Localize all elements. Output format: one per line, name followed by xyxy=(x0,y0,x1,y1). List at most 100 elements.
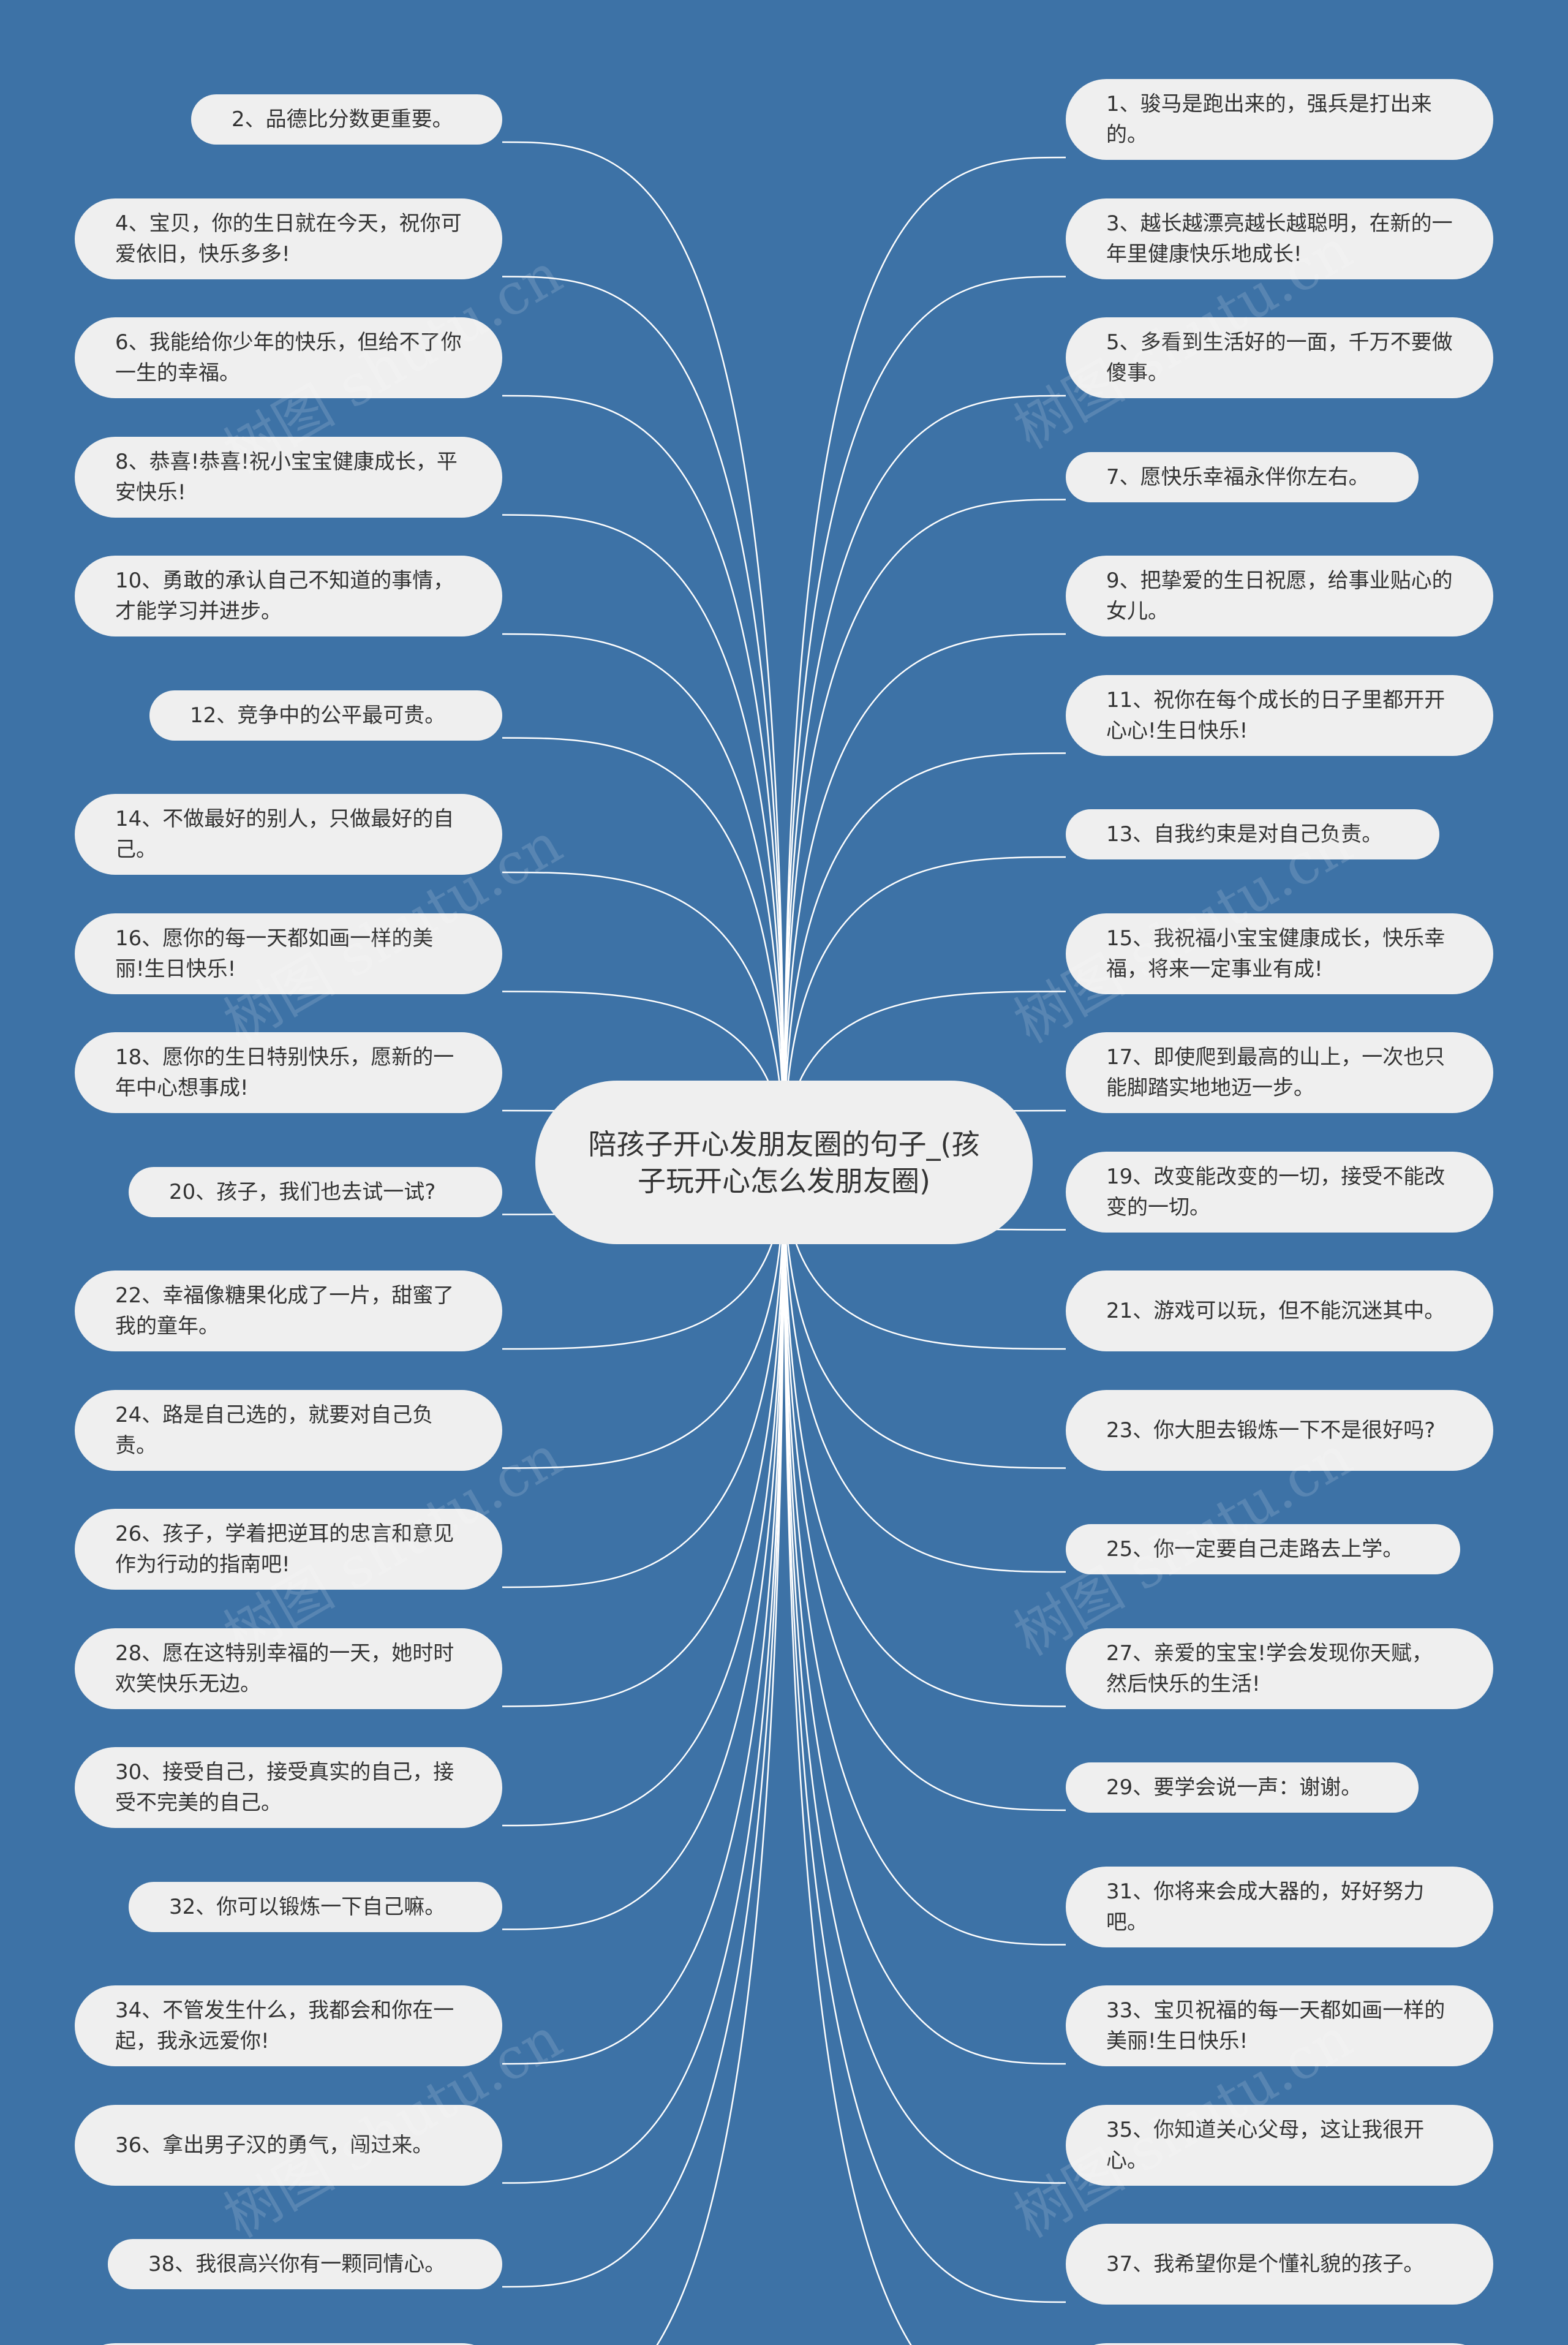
left-branch-text: 14、不做最好的别人，只做最好的自己。 xyxy=(115,807,454,862)
left-connector-line xyxy=(502,276,785,1165)
left-branch-node[interactable]: 12、竞争中的公平最可贵。 xyxy=(149,690,502,741)
right-branch-text: 9、把挚爱的生日祝愿，给事业贴心的女儿。 xyxy=(1106,568,1453,624)
right-branch-node[interactable]: 21、游戏可以玩，但不能沉迷其中。 xyxy=(1066,1271,1493,1351)
left-connector-line xyxy=(502,141,785,1165)
left-branch-text: 30、接受自己，接受真实的自己，接受不完美的自己。 xyxy=(115,1760,454,1815)
right-connector-line xyxy=(783,1163,1066,1811)
left-branch-text: 20、孩子，我们也去试一试? xyxy=(169,1179,436,1204)
left-connector-line xyxy=(502,514,785,1165)
right-connector-line xyxy=(783,1163,1066,1707)
right-branch-text: 23、你大胆去锻炼一下不是很好吗? xyxy=(1106,1418,1436,1443)
right-branch-text: 7、愿快乐幸福永伴你左右。 xyxy=(1106,464,1370,489)
left-branch-node[interactable]: 8、恭喜!恭喜!祝小宝宝健康成长，平安快乐! xyxy=(75,436,502,518)
left-connector-line xyxy=(502,633,785,1165)
left-connector-line xyxy=(502,737,785,1165)
right-branch-text: 31、你将来会成大器的，好好努力吧。 xyxy=(1106,1879,1425,1935)
right-branch-node[interactable]: 9、把挚爱的生日祝愿，给事业贴心的女儿。 xyxy=(1066,556,1493,636)
left-branch-text: 34、不管发生什么，我都会和你在一起，我永远爱你! xyxy=(115,1998,454,2053)
right-branch-node[interactable]: 11、祝你在每个成长的日子里都开开心心!生日快乐! xyxy=(1066,674,1493,756)
right-connector-line xyxy=(783,395,1066,1165)
right-branch-node[interactable]: 17、即使爬到最高的山上，一次也只能脚踏实地地迈一步。 xyxy=(1066,1032,1493,1113)
left-branch-text: 32、你可以锻炼一下自己嘛。 xyxy=(169,1894,446,1919)
right-branch-node[interactable]: 35、你知道关心父母，这让我很开心。 xyxy=(1066,2104,1493,2186)
left-branch-text: 4、宝贝，你的生日就在今天，祝你可爱依旧，快乐多多! xyxy=(115,211,462,266)
right-connector-line xyxy=(783,1163,1066,2065)
right-branch-node[interactable]: 39、祝你拥有小美美的歌声，长大当名大歌星! xyxy=(1066,2343,1493,2345)
right-branch-text: 19、改变能改变的一切，接受不能改变的一切。 xyxy=(1106,1164,1446,1220)
left-connector-line xyxy=(502,395,785,1165)
left-branch-text: 24、路是自己选的，就要对自己负责。 xyxy=(115,1402,434,1458)
left-branch-text: 12、竞争中的公平最可贵。 xyxy=(190,703,446,728)
left-branch-node[interactable]: 34、不管发生什么，我都会和你在一起，我永远爱你! xyxy=(75,1985,502,2066)
left-branch-node[interactable]: 26、孩子，学着把逆耳的忠言和意见作为行动的指南吧! xyxy=(75,1509,502,1590)
left-branch-node[interactable]: 30、接受自己，接受真实的自己，接受不完美的自己。 xyxy=(75,1747,502,1828)
left-branch-node[interactable]: 14、不做最好的别人，只做最好的自己。 xyxy=(75,794,502,875)
right-branch-node[interactable]: 31、你将来会成大器的，好好努力吧。 xyxy=(1066,1866,1493,1947)
left-connector-line xyxy=(502,1163,785,2288)
left-branch-node[interactable]: 32、你可以锻炼一下自己嘛。 xyxy=(129,1881,502,1932)
left-connector-line xyxy=(502,1163,785,1930)
right-branch-text: 11、祝你在每个成长的日子里都开开心心!生日快乐! xyxy=(1106,687,1446,743)
right-connector-line xyxy=(783,1163,1066,1469)
right-branch-text: 3、越长越漂亮越长越聪明，在新的一年里健康快乐地成长! xyxy=(1106,211,1453,266)
left-connector-line xyxy=(656,1163,785,2345)
left-connector-line xyxy=(502,1163,785,1827)
left-branch-text: 10、勇敢的承认自己不知道的事情，才能学习并进步。 xyxy=(115,568,454,624)
left-branch-node[interactable]: 40、未来的道路，你要一步步踏实，再远都有我的心跟随。 xyxy=(75,2343,502,2345)
right-connector-line xyxy=(783,1163,1066,2303)
right-branch-node[interactable]: 27、亲爱的宝宝!学会发现你天赋，然后快乐的生活! xyxy=(1066,1628,1493,1709)
left-branch-node[interactable]: 10、勇敢的承认自己不知道的事情，才能学习并进步。 xyxy=(75,556,502,636)
right-branch-node[interactable]: 1、骏马是跑出来的，强兵是打出来的。 xyxy=(1066,79,1493,160)
right-connector-line xyxy=(783,1163,1066,2184)
right-branch-node[interactable]: 29、要学会说一声：谢谢。 xyxy=(1066,1762,1419,1813)
left-branch-text: 22、幸福像糖果化成了一片，甜蜜了我的童年。 xyxy=(115,1283,454,1339)
right-branch-node[interactable]: 19、改变能改变的一切，接受不能改变的一切。 xyxy=(1066,1151,1493,1233)
right-branch-text: 25、你一定要自己走路去上学。 xyxy=(1106,1537,1404,1561)
left-branch-node[interactable]: 36、拿出男子汉的勇气，闯过来。 xyxy=(75,2104,502,2186)
right-branch-node[interactable]: 15、我祝福小宝宝健康成长，快乐幸福，将来一定事业有成! xyxy=(1066,913,1493,994)
right-branch-text: 21、游戏可以玩，但不能沉迷其中。 xyxy=(1106,1299,1446,1323)
right-connector-line xyxy=(783,1163,1066,1573)
left-branch-text: 26、孩子，学着把逆耳的忠言和意见作为行动的指南吧! xyxy=(115,1522,454,1577)
right-branch-node[interactable]: 3、越长越漂亮越长越聪明，在新的一年里健康快乐地成长! xyxy=(1066,198,1493,279)
left-branch-node[interactable]: 24、路是自己选的，就要对自己负责。 xyxy=(75,1389,502,1471)
right-connector-line xyxy=(783,633,1066,1165)
right-connector-line xyxy=(783,856,1066,1165)
right-connector-line xyxy=(783,276,1066,1165)
left-branch-node[interactable]: 22、幸福像糖果化成了一片，甜蜜了我的童年。 xyxy=(75,1271,502,1351)
left-branch-node[interactable]: 6、我能给你少年的快乐，但给不了你一生的幸福。 xyxy=(75,317,502,398)
right-branch-node[interactable]: 7、愿快乐幸福永伴你左右。 xyxy=(1066,451,1419,502)
right-branch-text: 33、宝贝祝福的每一天都如画一样的美丽!生日快乐! xyxy=(1106,1998,1446,2053)
left-branch-node[interactable]: 28、愿在这特别幸福的一天，她时时欢笑快乐无边。 xyxy=(75,1628,502,1709)
right-branch-text: 29、要学会说一声：谢谢。 xyxy=(1106,1775,1362,1800)
left-connector-line xyxy=(502,1163,785,2184)
right-branch-node[interactable]: 13、自我约束是对自己负责。 xyxy=(1066,809,1439,859)
right-branch-text: 35、你知道关心父母，这让我很开心。 xyxy=(1106,2117,1425,2173)
left-connector-line xyxy=(502,1163,785,1588)
left-branch-node[interactable]: 38、我很高兴你有一颗同情心。 xyxy=(108,2239,502,2289)
left-connector-line xyxy=(502,871,785,1165)
right-branch-text: 17、即使爬到最高的山上，一次也只能脚踏实地地迈一步。 xyxy=(1106,1045,1446,1100)
left-branch-text: 28、愿在这特别幸福的一天，她时时欢笑快乐无边。 xyxy=(115,1641,454,1696)
left-branch-node[interactable]: 2、品德比分数更重要。 xyxy=(191,94,502,145)
right-branch-node[interactable]: 25、你一定要自己走路去上学。 xyxy=(1066,1524,1460,1574)
left-branch-text: 2、品德比分数更重要。 xyxy=(232,107,453,132)
right-branch-text: 15、我祝福小宝宝健康成长，快乐幸福，将来一定事业有成! xyxy=(1106,926,1446,981)
left-branch-text: 8、恭喜!恭喜!祝小宝宝健康成长，平安快乐! xyxy=(115,449,458,505)
central-topic-text: 陪孩子开心发朋友圈的句子_(孩子玩开心怎么发朋友圈) xyxy=(588,1127,980,1198)
right-branch-node[interactable]: 33、宝贝祝福的每一天都如画一样的美丽!生日快乐! xyxy=(1066,1985,1493,2066)
right-branch-node[interactable]: 37、我希望你是个懂礼貌的孩子。 xyxy=(1066,2224,1493,2305)
left-branch-node[interactable]: 4、宝贝，你的生日就在今天，祝你可爱依旧，快乐多多! xyxy=(75,198,502,279)
right-connector-line xyxy=(783,1163,912,2345)
central-topic-node[interactable]: 陪孩子开心发朋友圈的句子_(孩子玩开心怎么发朋友圈) xyxy=(535,1081,1033,1244)
left-branch-node[interactable]: 16、愿你的每一天都如画一样的美丽!生日快乐! xyxy=(75,913,502,994)
right-connector-line xyxy=(783,499,1066,1165)
right-connector-line xyxy=(783,156,1066,1165)
right-branch-node[interactable]: 23、你大胆去锻炼一下不是很好吗? xyxy=(1066,1389,1493,1471)
left-branch-node[interactable]: 18、愿你的生日特别快乐，愿新的一年中心想事成! xyxy=(75,1032,502,1113)
left-branch-text: 36、拿出男子汉的勇气，闯过来。 xyxy=(115,2132,434,2158)
left-branch-text: 16、愿你的每一天都如画一样的美丽!生日快乐! xyxy=(115,926,434,981)
right-branch-node[interactable]: 5、多看到生活好的一面，千万不要做傻事。 xyxy=(1066,317,1493,398)
right-connector-line xyxy=(783,1163,1066,1946)
left-branch-node[interactable]: 20、孩子，我们也去试一试? xyxy=(129,1166,502,1217)
